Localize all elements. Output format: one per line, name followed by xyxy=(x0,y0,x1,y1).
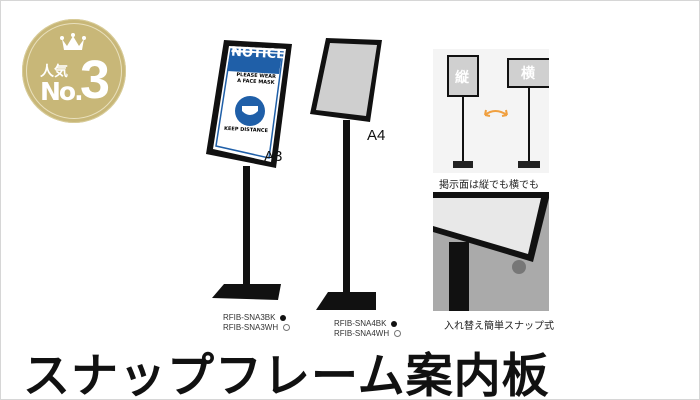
model-list-a3: RFIB-SNA3BK RFIB-SNA3WH xyxy=(223,313,291,333)
black-color-dot xyxy=(280,314,287,321)
size-label-a4: A4 xyxy=(367,127,386,144)
model-a4-black: RFIB-SNA4BK xyxy=(334,319,401,329)
white-color-dot xyxy=(283,324,291,332)
crown-icon xyxy=(60,33,86,50)
orientation-illustration xyxy=(447,55,551,168)
a4-stand-image xyxy=(310,38,382,310)
black-color-dot xyxy=(391,320,398,327)
snap-frame-closeup xyxy=(433,192,549,311)
sign-header: NOTICE xyxy=(230,44,286,63)
orientation-feature-image: 縦 横 xyxy=(433,49,551,173)
portrait-label: 縦 xyxy=(455,70,469,86)
orientation-caption: 掲示面は縦でも横でも xyxy=(439,180,539,191)
popularity-label: 人気 xyxy=(40,64,68,80)
snap-frame-photo xyxy=(433,192,549,311)
product-title: スナップフレーム案内板 xyxy=(23,349,550,400)
badge-ring xyxy=(26,23,122,119)
white-color-dot xyxy=(394,330,402,338)
model-list-a4: RFIB-SNA4BK RFIB-SNA4WH xyxy=(334,319,402,339)
rank-prefix: No. xyxy=(40,77,84,106)
snap-caption: 入れ替え簡単スナップ式 xyxy=(444,321,554,332)
model-a3-white: RFIB-SNA3WH xyxy=(223,323,291,333)
rank-number: 3 xyxy=(80,50,111,110)
a3-stand-image xyxy=(206,40,292,300)
size-label-a3: A3 xyxy=(264,148,283,165)
model-a3-black: RFIB-SNA3BK xyxy=(223,313,290,323)
swap-arrow-icon xyxy=(484,110,508,116)
rank-badge: 人気 No. 3 xyxy=(22,19,126,123)
landscape-label: 横 xyxy=(521,66,535,82)
model-a4-white: RFIB-SNA4WH xyxy=(334,329,402,339)
